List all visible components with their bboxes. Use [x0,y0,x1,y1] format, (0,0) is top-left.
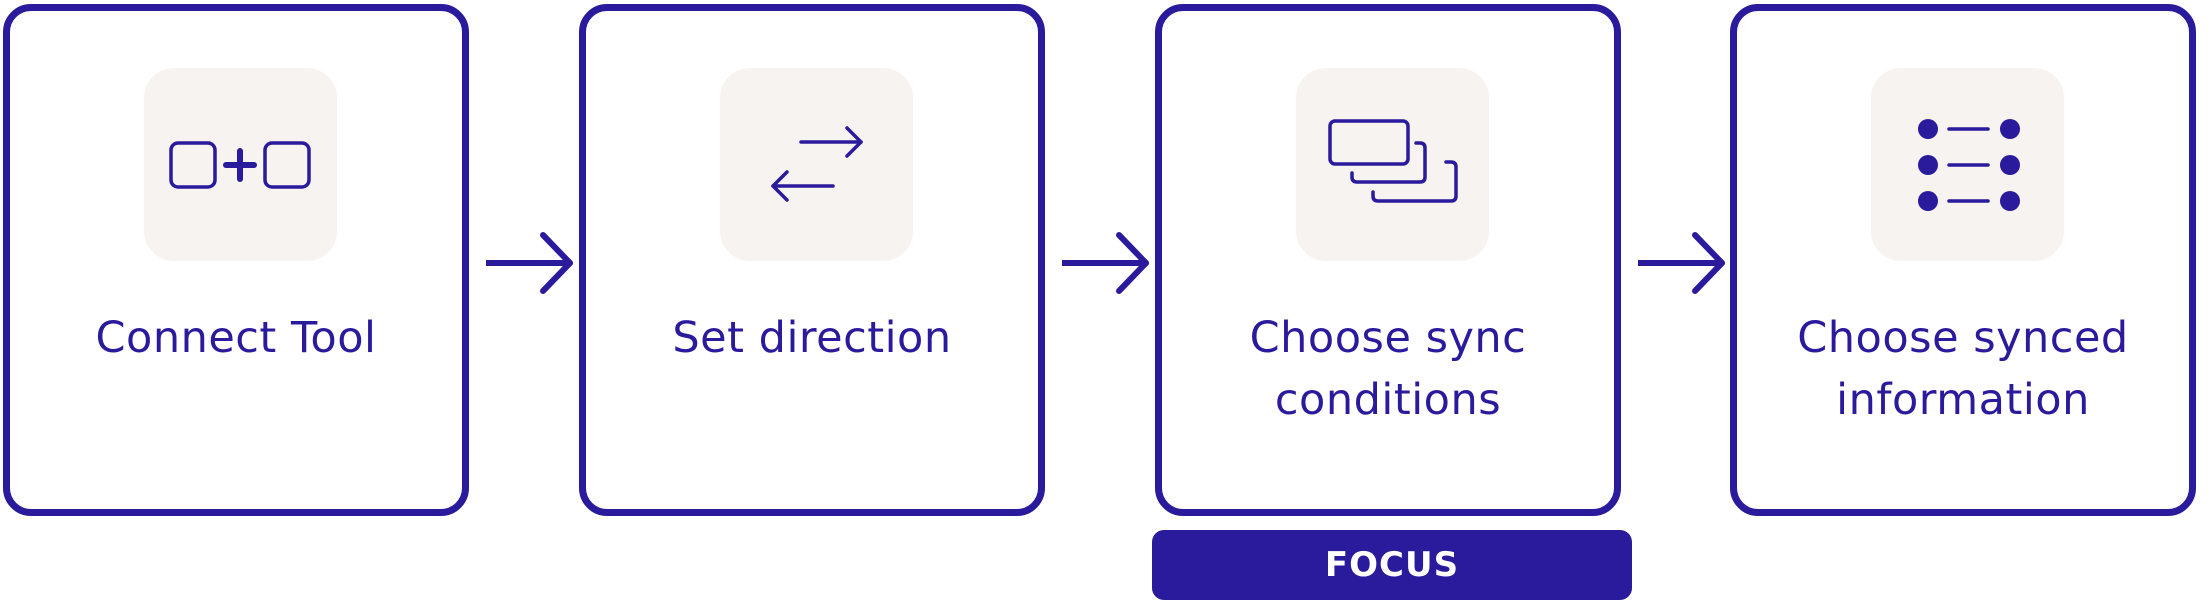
icon-tile [720,68,913,261]
step-label: Connect Tool [95,313,377,363]
icon-tile [1871,68,2064,261]
step-card-set-direction: Set direction [579,4,1045,516]
step-label: Choose synced information [1797,313,2129,425]
bullet-list-icon [1918,119,2020,211]
step-label: Set direction [672,313,952,363]
stacked-windows-icon [1328,119,1458,203]
arrow-right-icon [1062,232,1149,294]
icon-tile [144,68,337,261]
swap-arrows-icon [771,126,863,202]
step-card-connect-tool: Connect Tool [3,4,469,516]
arrow-right-icon [1638,232,1725,294]
icon-tile [1296,68,1489,261]
step-card-choose-synced-information: Choose synced information [1730,4,2196,516]
arrow-right-icon [486,232,573,294]
focus-badge: FOCUS [1152,530,1632,600]
step-label: Choose sync conditions [1249,313,1527,425]
step-card-choose-sync-conditions: Choose sync conditions [1155,4,1621,516]
connect-tool-icon [169,141,311,189]
